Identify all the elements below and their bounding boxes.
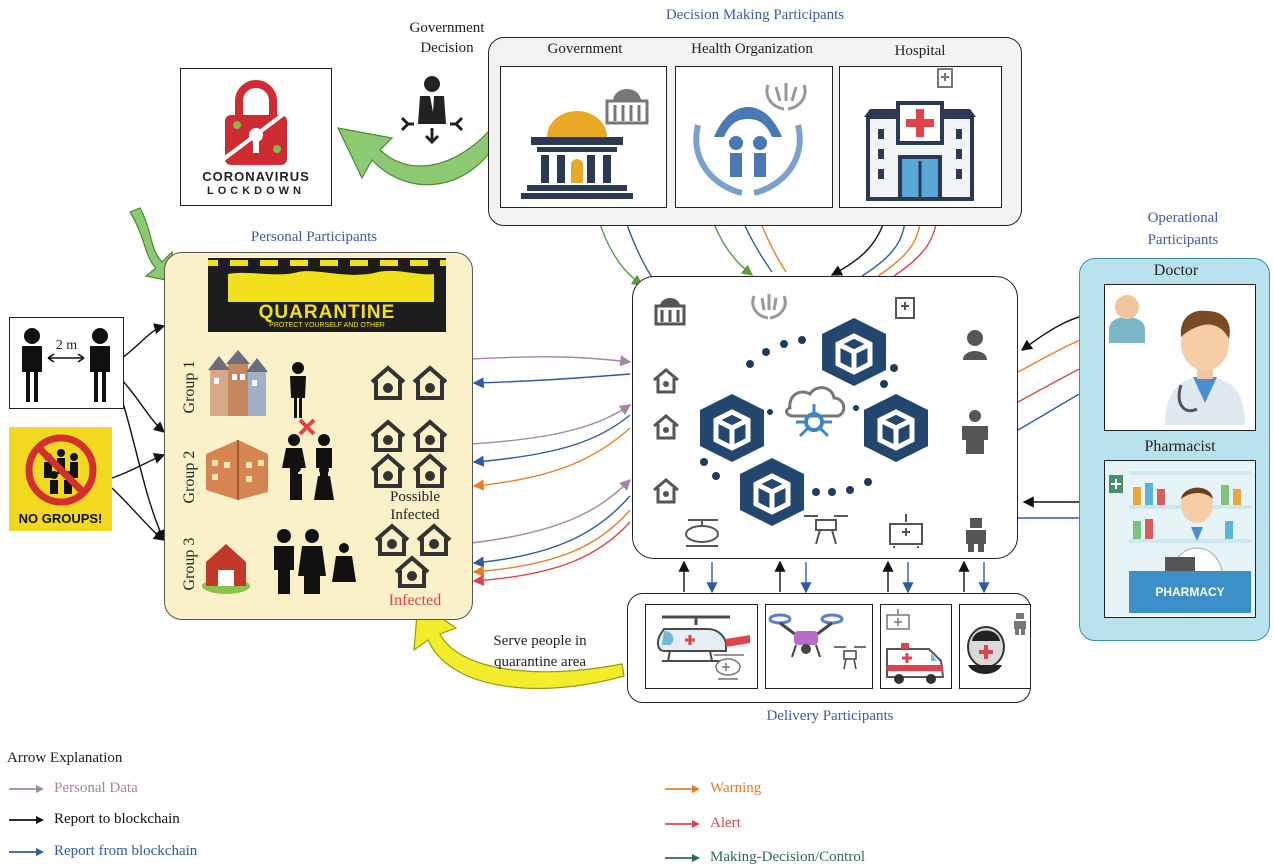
legend-label: Report to blockchain (54, 811, 180, 827)
health-organization-tile[interactable] (675, 66, 833, 208)
group-1-label: Group 1 (181, 360, 198, 414)
legend-warning: Warning (664, 780, 761, 797)
legend-report-to-blockchain: Report to blockchain (8, 811, 180, 828)
pharmacy-scene-icon (1105, 461, 1255, 616)
single-person-icon (290, 362, 306, 418)
quarantine-banner: QUARANTINE PROTECT YOURSELF AND OTHER (208, 258, 446, 332)
infected-homes-icon (374, 523, 452, 588)
legend-label: Alert (710, 815, 741, 831)
townhouses-icon (208, 350, 268, 416)
legend-arrow-icon (9, 784, 44, 793)
no-groups-label: NO GROUPS! (18, 511, 103, 526)
possible-infected-label: Possible Infected (389, 489, 440, 523)
distancing-people-icon (282, 418, 334, 500)
decision-maker-icon (400, 76, 464, 144)
ambulance-icon (886, 609, 945, 684)
personal-section-title: Personal Participants (250, 229, 378, 245)
possible-infected-homes-icon (370, 419, 448, 488)
group-2-label: Group 2 (181, 450, 198, 504)
lockdown-line2: LOCKDOWN (207, 185, 305, 197)
legend-arrow-icon (665, 853, 700, 862)
government-building-icon (521, 89, 649, 199)
hospital-title: Hospital (894, 43, 946, 59)
lockdown-sign: CORONAVIRUS LOCKDOWN (180, 68, 332, 206)
quarantine-subtitle: PROTECT YOURSELF AND OTHER (269, 322, 385, 329)
distance-label: 2 m (55, 338, 78, 353)
infected-label: Infected (388, 592, 442, 609)
padlock-icon (219, 80, 295, 165)
legend-report-from-blockchain: Report from blockchain (8, 843, 197, 860)
medical-robot-icon (967, 613, 1026, 674)
pharmacist-tile[interactable]: PHARMACY (1104, 460, 1256, 618)
quarantine-title: QUARANTINE (258, 302, 396, 323)
hospital-tile[interactable] (839, 66, 1002, 208)
legend-arrow-icon (9, 815, 44, 824)
barn-icon (202, 544, 250, 594)
lockdown-line1: CORONAVIRUS (202, 169, 310, 184)
ambulance-helicopter-icon (656, 615, 750, 680)
legend-label: Personal Data (54, 780, 138, 796)
legend-arrow-icon (9, 847, 44, 856)
family-icon (274, 529, 356, 594)
government-tile[interactable] (500, 66, 667, 208)
health-organization-title: Health Organization (691, 41, 813, 57)
distance-sign: 2 m (9, 317, 124, 409)
robot-tile[interactable] (959, 604, 1031, 689)
group-3-label: Group 3 (181, 537, 198, 591)
legend-alert: Alert (664, 815, 741, 832)
drone-tile[interactable] (765, 604, 873, 689)
government-title: Government (547, 41, 623, 57)
hub-government-icon (654, 298, 686, 326)
serve-note: Serve people in quarantine area (493, 633, 587, 670)
legend-making-decision-control: Making-Decision/Control (664, 849, 865, 866)
legend-arrow-icon (665, 819, 700, 828)
legend-arrow-icon (665, 784, 700, 793)
group-1-homes-icon (370, 365, 448, 400)
government-decision-label: Government Decision (409, 20, 485, 56)
ambulance-tile[interactable] (880, 604, 952, 689)
doctor-tile[interactable] (1104, 284, 1256, 431)
no-groups-sign: NO GROUPS! (9, 427, 112, 531)
who-emblem-icon (693, 83, 807, 196)
doctor-icon (1109, 295, 1245, 425)
legend-personal-data: Personal Data (8, 780, 138, 797)
hospital-building-icon (864, 68, 976, 201)
legend-title: Arrow Explanation (7, 750, 123, 766)
legend-label: Warning (710, 780, 762, 796)
delivery-drone-icon (768, 613, 866, 670)
operational-section-title: Operational Participants (1147, 210, 1219, 248)
legend-label: Report from blockchain (54, 843, 198, 859)
legend-label: Making-Decision/Control (710, 849, 865, 865)
blockchain-network-graphic (653, 294, 988, 552)
pharmacy-sign: PHARMACY (1155, 585, 1225, 599)
pharmacist-title: Pharmacist (1144, 438, 1216, 455)
doctor-title: Doctor (1153, 262, 1199, 279)
helicopter-tile[interactable] (645, 604, 758, 689)
apartment-block-icon (206, 440, 268, 500)
decision-section-title: Decision Making Participants (665, 7, 845, 23)
delivery-section-title: Delivery Participants (766, 708, 894, 724)
